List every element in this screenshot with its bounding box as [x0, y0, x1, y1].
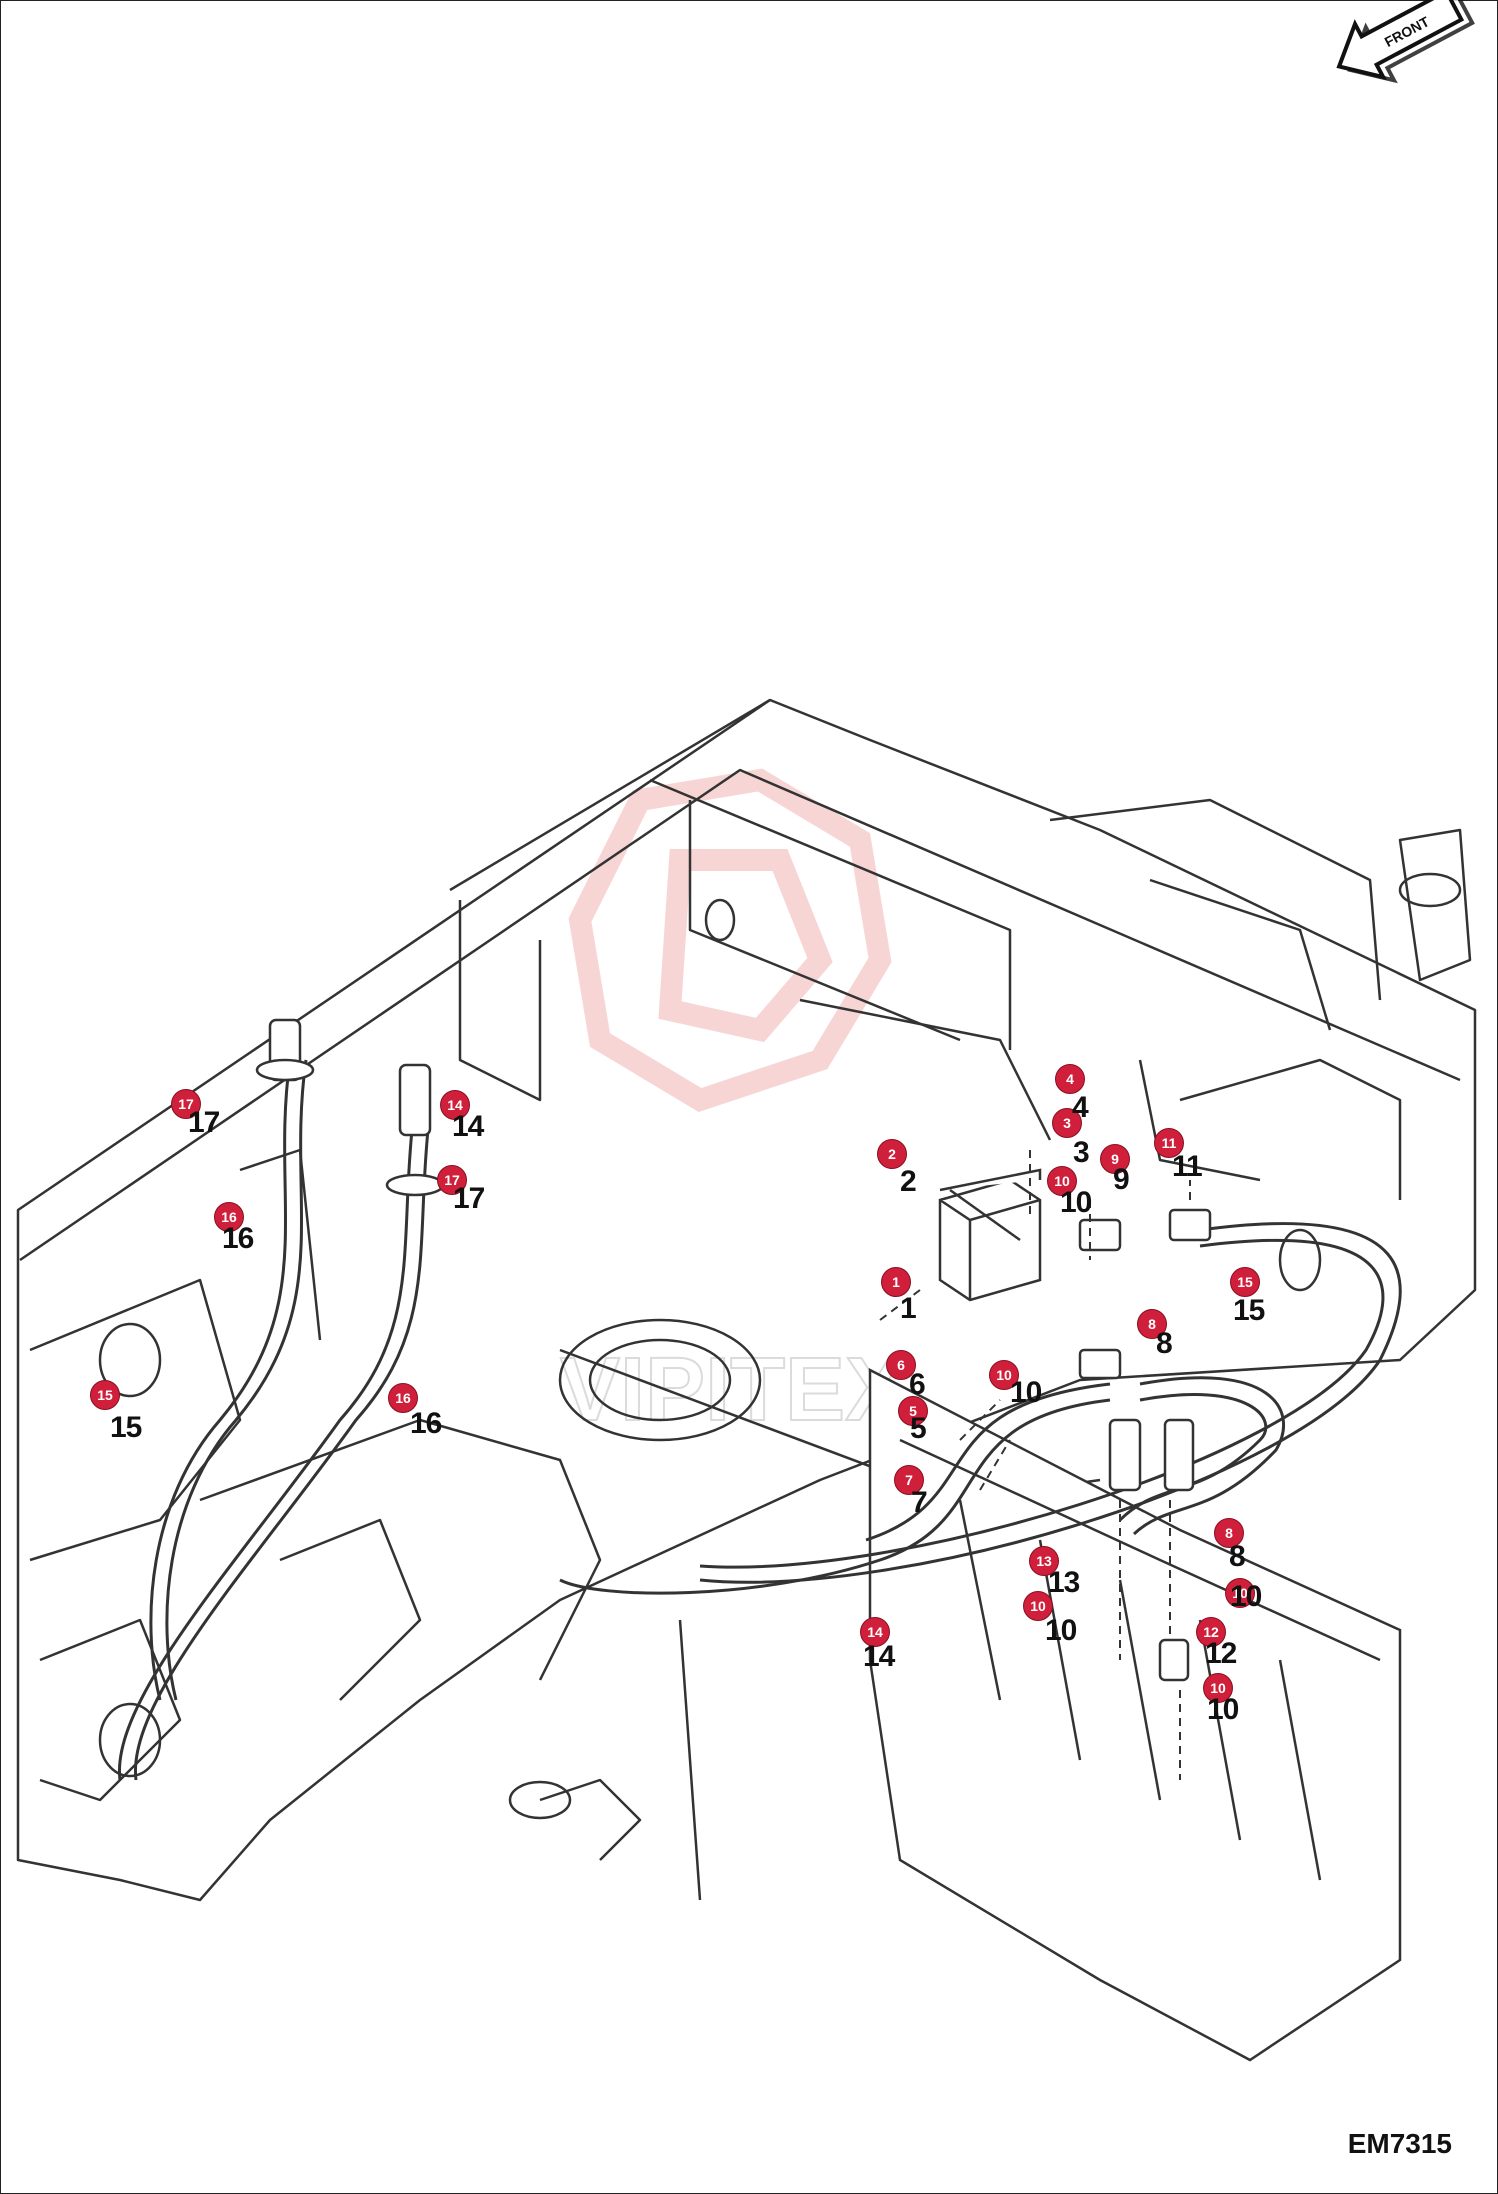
- part-number-4: 4: [1072, 1091, 1089, 1124]
- callout-15[interactable]: 15: [1230, 1267, 1260, 1297]
- frame-holes: [98, 872, 1462, 1820]
- hose-fittings: [255, 1018, 1212, 1682]
- part-number-3: 3: [1073, 1136, 1090, 1169]
- upper-frame: [16, 698, 1477, 1902]
- callout-10[interactable]: 10: [1023, 1591, 1053, 1621]
- part-number-13: 13: [1048, 1566, 1080, 1599]
- part-number-10: 10: [1045, 1614, 1077, 1647]
- part-number-8: 8: [1156, 1327, 1173, 1360]
- part-number-10: 10: [1230, 1580, 1262, 1613]
- diagram-code: EM7315: [1347, 2128, 1452, 2159]
- callout-14[interactable]: 14: [440, 1090, 470, 1120]
- part-number-10: 10: [1207, 1693, 1239, 1726]
- callout-16[interactable]: 16: [214, 1202, 244, 1232]
- part-number-7: 7: [911, 1486, 928, 1519]
- callout-10[interactable]: 10: [1225, 1578, 1255, 1608]
- callout-17[interactable]: 17: [171, 1089, 201, 1119]
- callout-8[interactable]: 8: [1214, 1518, 1244, 1548]
- part-number-16: 16: [222, 1222, 254, 1255]
- part-number-2: 2: [900, 1165, 917, 1198]
- arrow-front-icon: FRONT: [1336, 0, 1475, 84]
- callout-14[interactable]: 14: [860, 1617, 890, 1647]
- watermark-logo: [568, 768, 892, 1113]
- callout-2[interactable]: 2: [877, 1139, 907, 1169]
- callout-17[interactable]: 17: [437, 1165, 467, 1195]
- part-number-14: 14: [452, 1110, 484, 1143]
- leader-lines: [879, 1150, 1191, 1780]
- part-number-17: 17: [188, 1106, 220, 1139]
- part-number-5: 5: [910, 1412, 927, 1445]
- part-number-14: 14: [863, 1640, 895, 1673]
- part-number-15: 15: [110, 1411, 142, 1444]
- callout-11[interactable]: 11: [1154, 1128, 1184, 1158]
- callout-3[interactable]: 3: [1052, 1108, 1082, 1138]
- callout-1[interactable]: 1: [881, 1267, 911, 1297]
- callout-9[interactable]: 9: [1100, 1144, 1130, 1174]
- callout-12[interactable]: 12: [1196, 1617, 1226, 1647]
- part-number-11: 11: [1172, 1150, 1203, 1183]
- callout-10[interactable]: 10: [989, 1360, 1019, 1390]
- part-number-10: 10: [1060, 1186, 1092, 1219]
- solenoid-block: [938, 1168, 1042, 1302]
- part-number-6: 6: [909, 1368, 926, 1401]
- callout-5[interactable]: 5: [898, 1396, 928, 1426]
- part-number-9: 9: [1113, 1163, 1130, 1196]
- part-number-12: 12: [1205, 1637, 1237, 1670]
- part-number-15: 15: [1233, 1294, 1265, 1327]
- hydraulic-hoses: [117, 1059, 1402, 1781]
- control-valve: [868, 1367, 1402, 2062]
- callout-6[interactable]: 6: [886, 1350, 916, 1380]
- callout-13[interactable]: 13: [1029, 1546, 1059, 1576]
- part-number-16: 16: [410, 1407, 442, 1440]
- callout-15[interactable]: 15: [90, 1380, 120, 1410]
- callout-16[interactable]: 16: [388, 1383, 418, 1413]
- callout-10[interactable]: 10: [1203, 1673, 1233, 1703]
- callout-10[interactable]: 10: [1047, 1166, 1077, 1196]
- watermark-text: VIPITEX: [560, 1340, 905, 1440]
- part-number-10: 10: [1010, 1376, 1042, 1409]
- part-number-1: 1: [900, 1292, 917, 1325]
- callout-4[interactable]: 4: [1055, 1064, 1085, 1094]
- part-number-8: 8: [1229, 1540, 1246, 1573]
- callout-7[interactable]: 7: [894, 1465, 924, 1495]
- part-number-17: 17: [453, 1182, 485, 1215]
- callout-8[interactable]: 8: [1137, 1309, 1167, 1339]
